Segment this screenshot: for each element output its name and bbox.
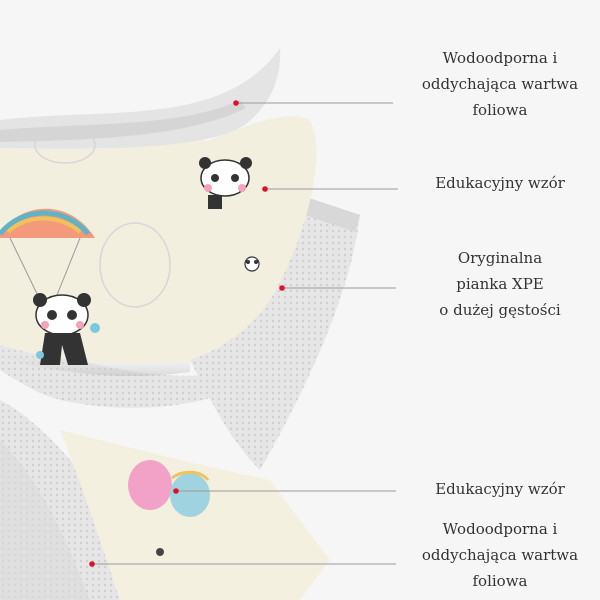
panda-small-illustration <box>244 256 260 272</box>
callout-foam-line-1: Oryginalna <box>457 249 543 267</box>
callout-foam: Oryginalna pianka XPE o dużej gęstości <box>405 245 595 323</box>
foam-layer <box>190 195 360 470</box>
callout-top-film-line-2: oddychająca wartwa <box>421 75 579 93</box>
callout-bottom-film-line-1: Wodoodporna i <box>442 520 558 538</box>
callout-bottom-film: Wodoodporna i oddychająca wartwa foliowa <box>405 516 595 594</box>
callout-foam-line-2: pianka XPE <box>456 275 544 293</box>
callout-bottom-pattern-line-1: Edukacyjny wzór <box>435 480 565 498</box>
panda-parachute-illustration <box>33 293 100 365</box>
marker-dot-5 <box>89 561 95 567</box>
callout-top-pattern: Edukacyjny wzór <box>405 170 595 196</box>
marker-dot-1 <box>233 100 239 106</box>
callout-top-pattern-line-1: Edukacyjny wzór <box>435 174 565 192</box>
callout-bottom-film-line-3: foliowa <box>472 572 528 590</box>
marker-dot-3 <box>279 285 285 291</box>
marker-dot-2 <box>262 186 268 192</box>
parachute-illustration <box>0 208 95 301</box>
callout-bottom-pattern: Edukacyjny wzór <box>405 476 595 502</box>
marker-dot-4 <box>173 488 179 494</box>
panda-top-illustration <box>199 157 252 209</box>
callout-top-film-line-3: foliowa <box>472 101 528 119</box>
callout-top-film: Wodoodporna i oddychająca wartwa foliowa <box>405 45 595 123</box>
top-film-layer <box>0 48 281 149</box>
callout-foam-line-3: o dużej gęstości <box>439 301 561 319</box>
balloons-illustration <box>128 460 210 556</box>
callout-top-film-line-1: Wodoodporna i <box>442 49 558 67</box>
callout-bottom-film-line-2: oddychająca wartwa <box>421 546 579 564</box>
